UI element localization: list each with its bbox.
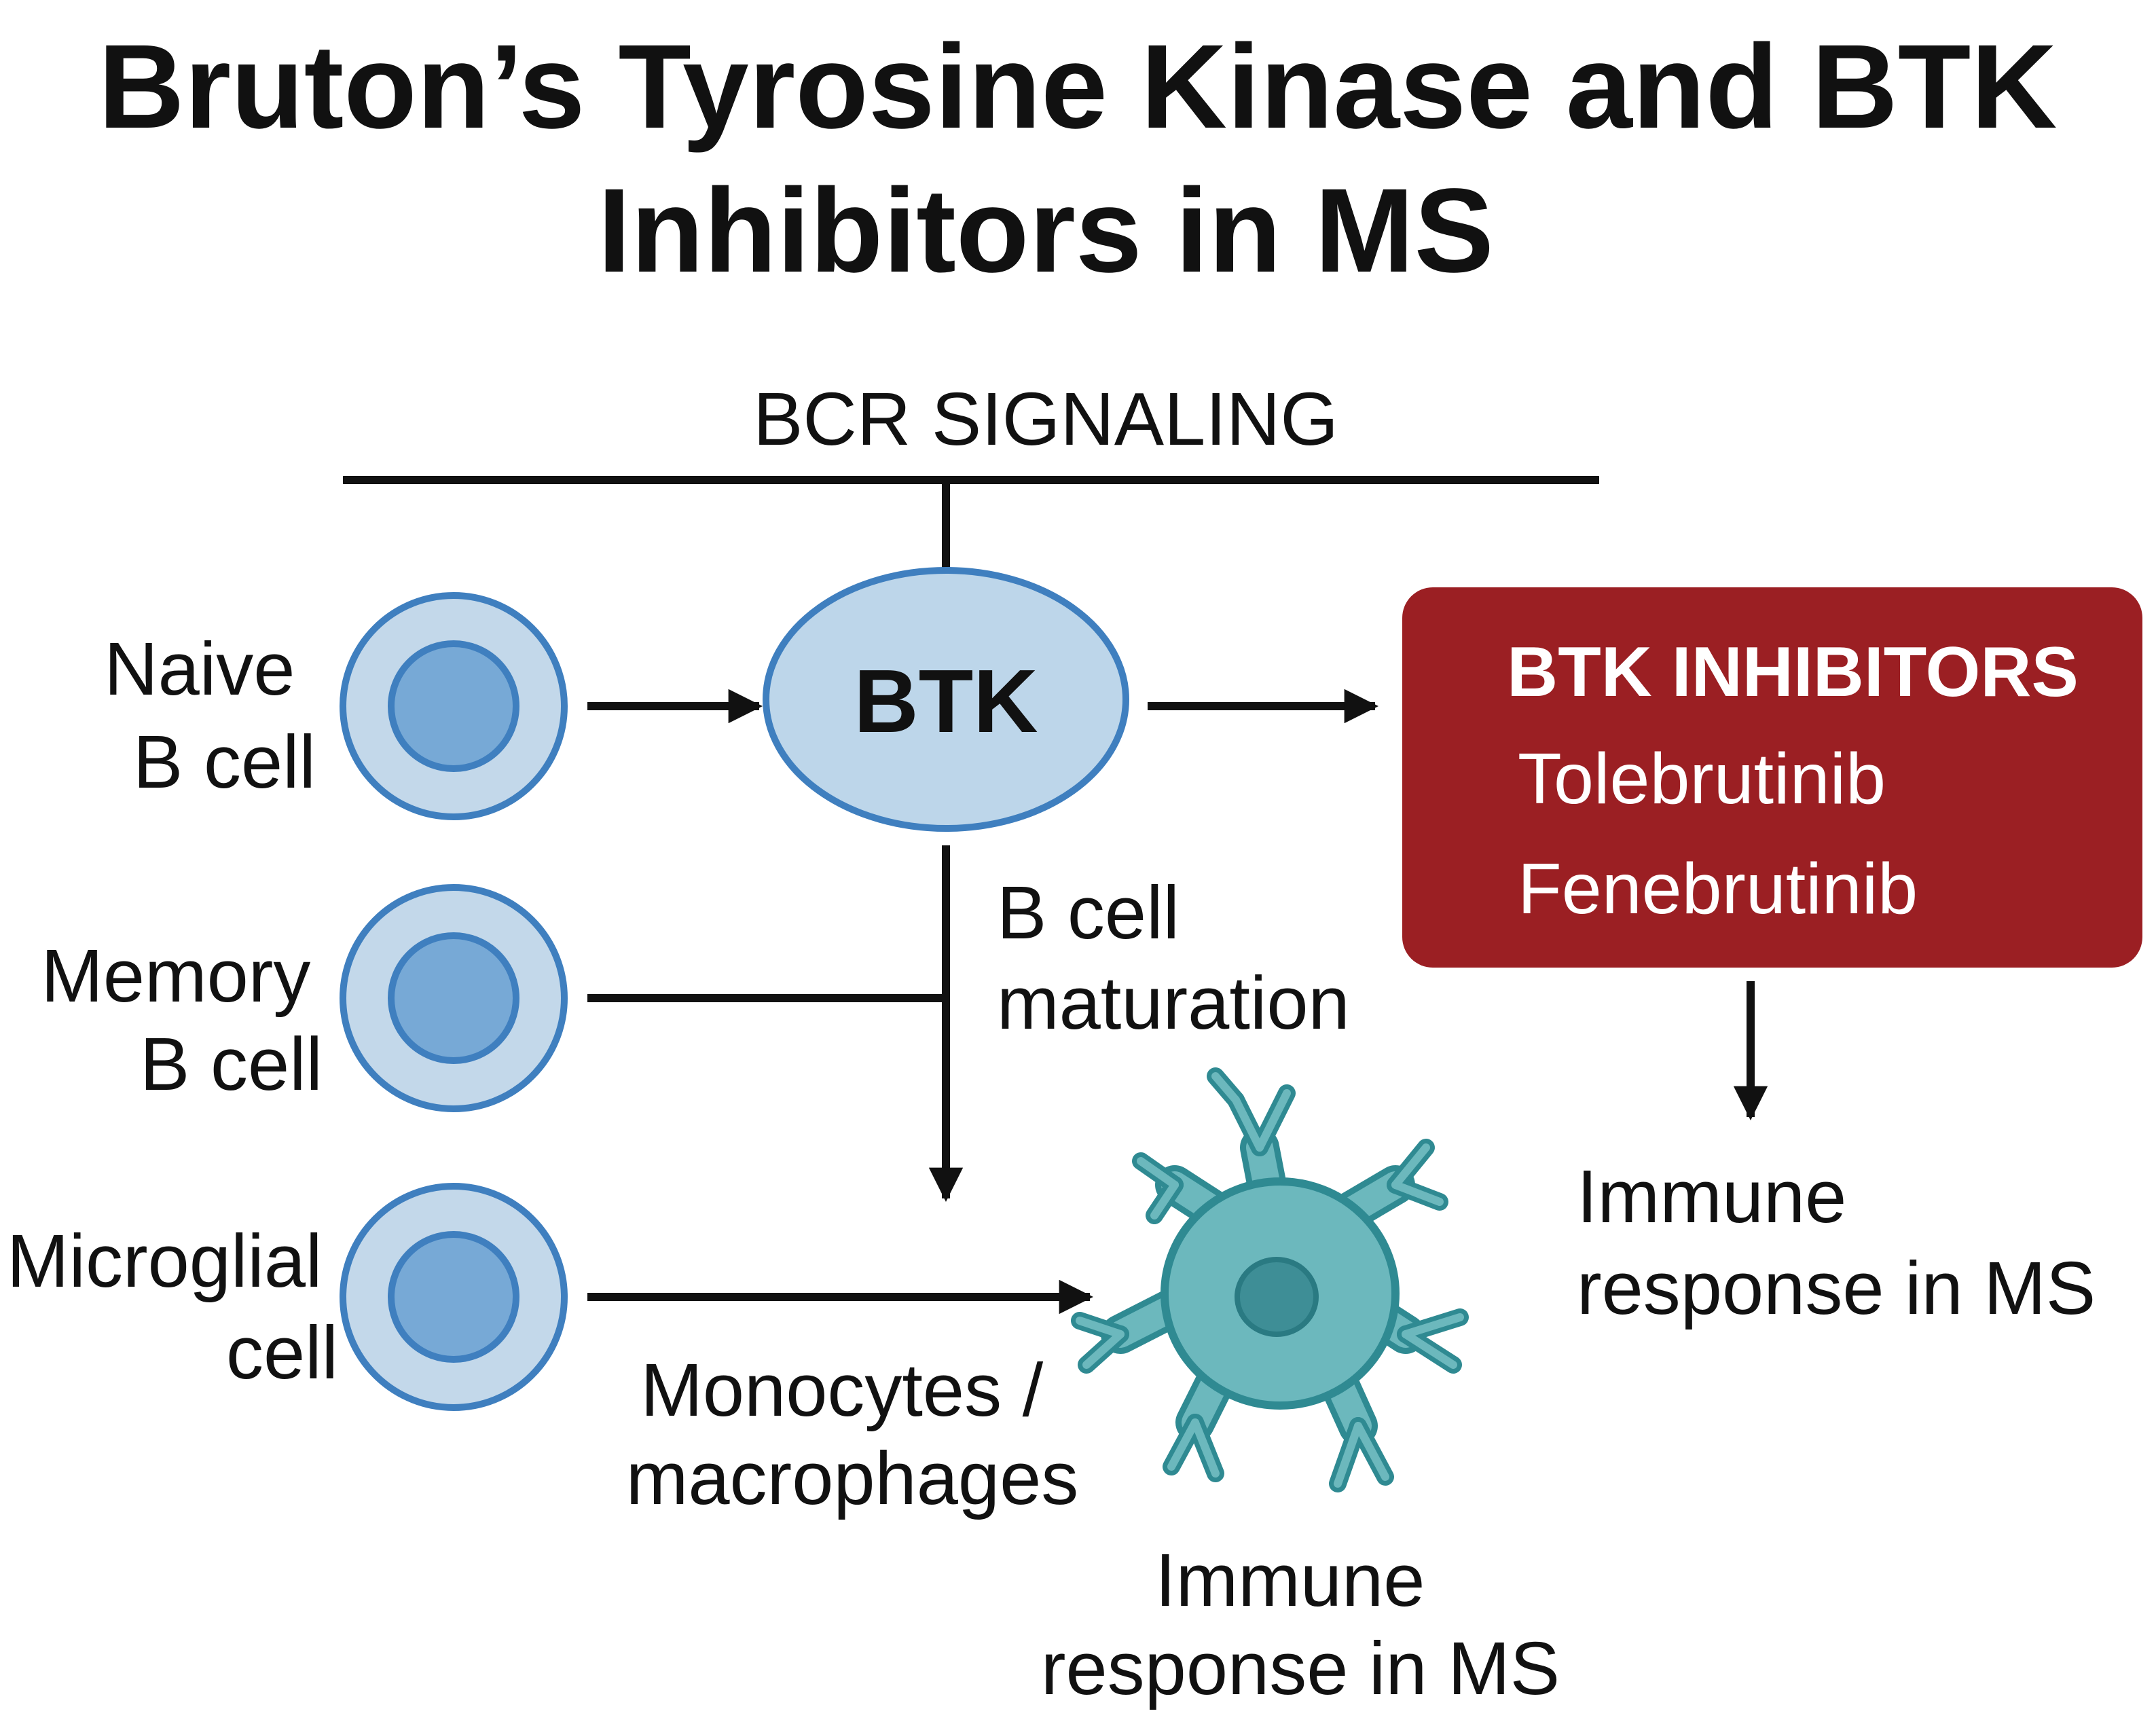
immune-response-bottom-line2: response in MS [1041,1627,1560,1710]
naive-b-cell-label-line1: Naive [104,627,295,711]
page-title-line1: Bruton’s Tyrosine Kinase and BTK [98,20,2058,153]
memory-b-cell-label-line2: B cell [140,1023,323,1106]
immune-response-bottom-label: Immune response in MS [1041,1539,1560,1710]
immune-response-right-label: Immune response in MS [1577,1155,2096,1330]
drug-fenebrutinib: Fenebrutinib [1518,849,1918,929]
btk-inhibitors-box [1402,587,2142,968]
memory-b-cell-label-line1: Memory [41,934,310,1018]
microglial-cell-label: Microglial cell [7,1219,343,1395]
b-cell-maturation-label: B cell maturation [997,871,1350,1045]
bcr-signaling-label: BCR SIGNALING [753,378,1338,461]
b-cell-maturation-line1: B cell [997,871,1180,955]
immune-response-bottom-line1: Immune [1155,1539,1425,1622]
immune-response-right-line2: response in MS [1577,1247,2096,1330]
naive-b-cell [340,592,568,820]
microglia-illustration [1071,1067,1469,1492]
immune-response-right-line1: Immune [1577,1155,1846,1239]
naive-b-cell-label-line2: B cell [133,720,316,804]
btk-node-label: BTK [854,651,1038,751]
monocytes-macrophages-line2: macrophages [626,1437,1079,1520]
microglial-cell-label-line1: Microglial [7,1219,323,1303]
naive-b-cell-label: Naive B cell [104,627,316,804]
btk-node [763,567,1129,832]
microglial-cell [340,1183,568,1411]
drug-tolebrutinib: Tolebrutinib [1518,739,1886,819]
microglia-nucleus [1235,1257,1319,1337]
page-title-line2: Inhibitors in MS [598,164,1494,297]
memory-b-cell [340,884,568,1112]
memory-b-cell-label: Memory B cell [41,934,331,1106]
b-cell-maturation-line2: maturation [997,961,1350,1045]
btk-inhibitors-title: BTK INHIBITORS [1507,633,2079,712]
monocytes-macrophages-line1: Monocytes / [640,1349,1043,1432]
microglial-cell-label-line2: cell [226,1311,338,1395]
monocytes-macrophages-label: Monocytes / macrophages [626,1349,1079,1520]
